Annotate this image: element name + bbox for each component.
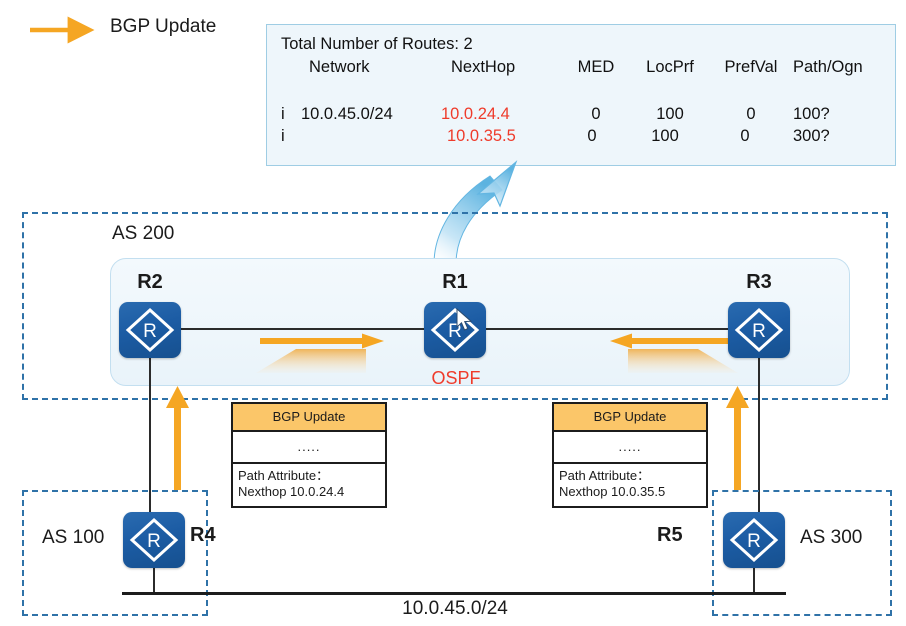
cell-origin: i xyxy=(281,104,285,123)
cell-med: 0 xyxy=(587,126,597,145)
svg-text:R: R xyxy=(747,531,761,552)
col-origin-header xyxy=(281,56,297,80)
message-nexthop-value: Nexthop 10.0.35.5 xyxy=(559,484,666,500)
router-r1[interactable]: R xyxy=(424,302,486,358)
col-nexthop-header: NextHop xyxy=(451,58,516,77)
cell-locprf: 100 xyxy=(651,126,679,145)
col-path-header: Path/Ogn xyxy=(793,58,863,77)
link-r2-r1 xyxy=(181,328,424,330)
cell-nexthop: 10.0.24.4 xyxy=(441,104,510,123)
ospf-label: OSPF xyxy=(431,368,481,388)
router-diamond-r-icon: R xyxy=(125,307,175,353)
route-table-panel: Total Number of Routes: 2 Network NextHo… xyxy=(266,24,896,166)
as300-boundary xyxy=(712,490,892,616)
link-r3-r5 xyxy=(758,358,760,512)
bgp-update-message-left: BGP Update ..... Path Attribute： Nexthop… xyxy=(231,402,387,508)
bgp-update-arrow-r3-to-r1-icon xyxy=(610,333,738,373)
cell-path: 300? xyxy=(793,126,830,145)
router-r2[interactable]: R xyxy=(119,302,181,358)
legend-label: BGP Update xyxy=(110,16,217,37)
message-nexthop-value: Nexthop 10.0.24.4 xyxy=(238,484,345,500)
route-table: Network NextHop MED LocPrf PrefVal Path/… xyxy=(281,56,883,147)
router-label-r1: R1 xyxy=(442,271,468,293)
message-path-attribute-label: Path Attribute： xyxy=(559,468,651,483)
router-label-r3: R3 xyxy=(746,271,772,293)
message-header: BGP Update xyxy=(554,404,706,432)
cell-path: 100? xyxy=(793,104,830,123)
router-r3[interactable]: R xyxy=(728,302,790,358)
message-path-attribute-label: Path Attribute： xyxy=(238,468,330,483)
as200-boundary xyxy=(22,212,888,400)
blue-curved-arrow-icon xyxy=(433,160,518,265)
link-r5-bus xyxy=(753,568,755,594)
as100-label: AS 100 xyxy=(42,527,105,548)
bus-network-label: 10.0.45.0/24 xyxy=(402,598,508,619)
router-label-r4: R4 xyxy=(190,524,216,546)
cell-locprf: 100 xyxy=(656,104,684,123)
router-r5[interactable]: R xyxy=(723,512,785,568)
as100-boundary xyxy=(22,490,208,616)
router-label-r5: R5 xyxy=(657,524,683,546)
bgp-update-arrow-r4-to-r2-icon xyxy=(166,386,189,490)
ethernet-bus-line xyxy=(122,592,786,595)
router-diamond-r-icon: R xyxy=(729,517,779,563)
legend-arrow-icon xyxy=(30,16,95,44)
message-ellipsis: ..... xyxy=(554,432,706,464)
cell-network: 10.0.45.0/24 xyxy=(301,104,393,123)
bgp-update-arrow-r2-to-r1-icon xyxy=(256,333,384,373)
col-locprf-header: LocPrf xyxy=(646,58,694,77)
table-row: i 10.0.35.5 0 100 0 300? xyxy=(281,125,883,147)
router-label-r2: R2 xyxy=(137,271,163,293)
router-diamond-r-icon: R xyxy=(734,307,784,353)
cell-origin: i xyxy=(281,126,285,145)
message-header: BGP Update xyxy=(233,404,385,432)
cell-network xyxy=(297,125,441,147)
svg-text:R: R xyxy=(147,531,161,552)
route-table-spacer xyxy=(281,81,883,103)
bgp-update-arrow-r5-to-r3-icon xyxy=(726,386,749,490)
bgp-update-message-right: BGP Update ..... Path Attribute： Nexthop… xyxy=(552,402,708,508)
cell-prefval: 0 xyxy=(746,104,756,123)
col-med-header: MED xyxy=(577,58,615,77)
cell-med: 0 xyxy=(591,104,601,123)
svg-text:R: R xyxy=(448,321,462,342)
svg-text:R: R xyxy=(752,321,766,342)
router-r4[interactable]: R xyxy=(123,512,185,568)
message-ellipsis: ..... xyxy=(233,432,385,464)
svg-text:R: R xyxy=(143,321,157,342)
router-diamond-r-icon: R xyxy=(430,307,480,353)
cell-prefval: 0 xyxy=(740,126,750,145)
table-row: i 10.0.45.0/24 10.0.24.4 0 100 0 100? xyxy=(281,103,883,125)
link-r2-r4 xyxy=(149,358,151,512)
as300-label: AS 300 xyxy=(800,527,863,548)
legend: BGP Update xyxy=(0,10,260,50)
link-r1-r3 xyxy=(486,328,728,330)
col-prefval-header: PrefVal xyxy=(724,58,778,77)
route-table-header-row: Network NextHop MED LocPrf PrefVal Path/… xyxy=(281,56,883,80)
router-diamond-r-icon: R xyxy=(129,517,179,563)
cell-nexthop: 10.0.35.5 xyxy=(447,126,516,145)
route-total-label: Total Number of Routes: 2 xyxy=(281,35,473,53)
link-r4-bus xyxy=(153,568,155,594)
as200-label: AS 200 xyxy=(112,223,175,244)
col-network-header: Network xyxy=(309,58,370,77)
